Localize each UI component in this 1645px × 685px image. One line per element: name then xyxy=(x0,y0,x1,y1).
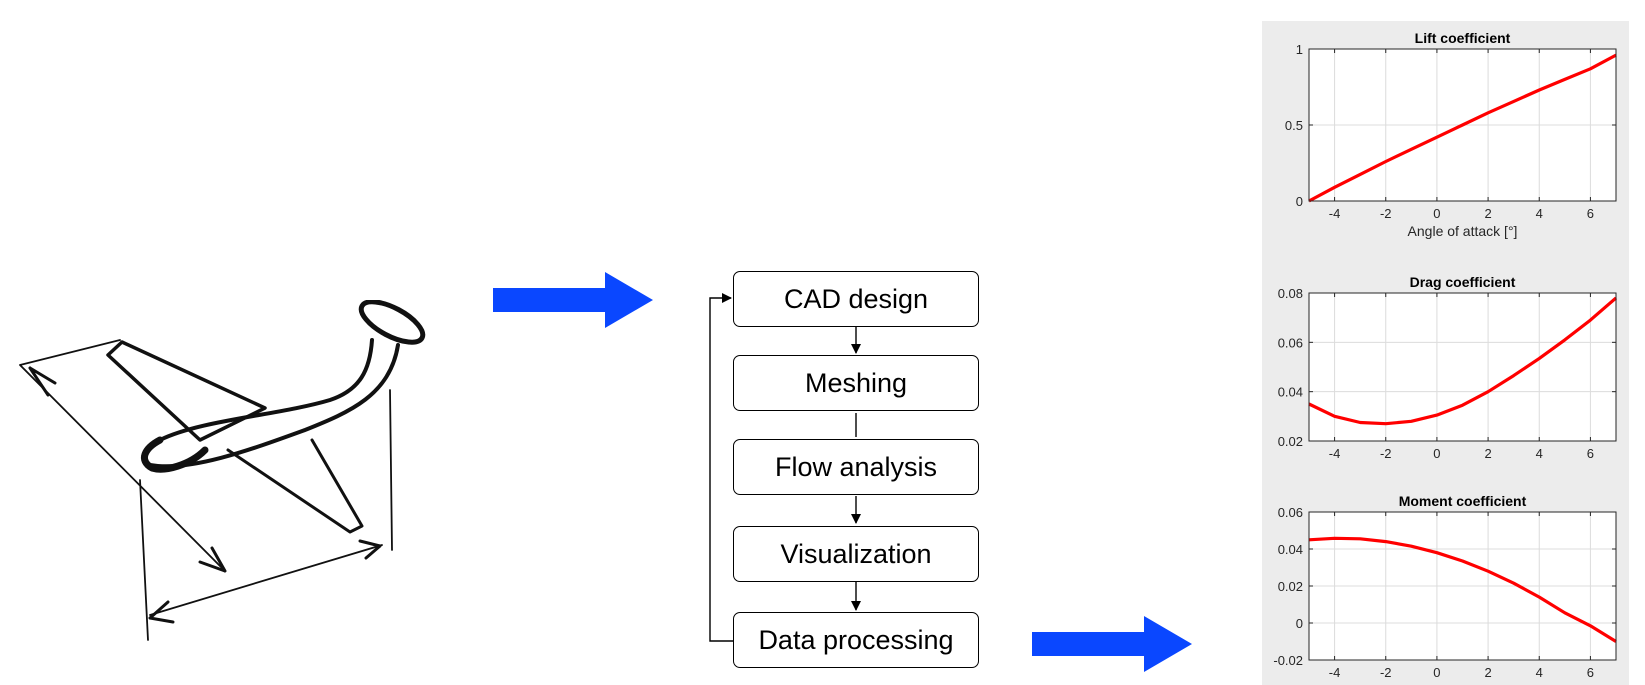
axes-frame xyxy=(1308,292,1617,442)
sketch-aft-wing xyxy=(226,438,364,534)
series-line xyxy=(1308,296,1618,426)
y-tick-label: 0.02 xyxy=(1278,434,1303,449)
sketch-nose xyxy=(140,436,209,473)
series-line xyxy=(1308,536,1617,643)
y-tick-label: 0.08 xyxy=(1278,286,1303,301)
sketch-fuselage-lower xyxy=(148,343,400,469)
step-label: Meshing xyxy=(804,367,908,398)
x-axis-label: Angle of attack [°] xyxy=(1408,682,1518,685)
chart-title: Drag coefficient xyxy=(1410,274,1516,290)
step-visualization: Visualization xyxy=(733,526,979,582)
x-tick-label: -2 xyxy=(1380,665,1392,680)
sketch-fuselage xyxy=(158,338,374,442)
y-tick-label: 0.04 xyxy=(1278,542,1303,557)
x-tick-label: -2 xyxy=(1380,446,1392,461)
x-tick-label: -4 xyxy=(1329,206,1341,221)
step-meshing: Meshing xyxy=(733,355,979,411)
moment-coefficient-chart: -4 -2 0 2 4 6 -0.02 0 0.02 0.04 0.06 Moment coeffic… xyxy=(1273,493,1617,685)
x-tick-label: -4 xyxy=(1329,446,1341,461)
sketch-fin xyxy=(358,300,426,345)
x-tick-label: -4 xyxy=(1329,665,1341,680)
step-cad-design: CAD design xyxy=(733,271,979,327)
plot-area xyxy=(1309,293,1616,441)
x-tick-label: 6 xyxy=(1587,206,1594,221)
aircraft-sketch xyxy=(19,300,426,641)
x-tick-label: 6 xyxy=(1587,665,1594,680)
x-tick-label: 4 xyxy=(1536,446,1543,461)
blue-arrow-shape xyxy=(1032,616,1192,672)
y-tick-label: 0.5 xyxy=(1285,118,1303,133)
chart-title: Lift coefficient xyxy=(1415,30,1511,46)
x-tick-label: 2 xyxy=(1484,206,1491,221)
step-label: Flow analysis xyxy=(774,451,938,482)
x-tick-label: 0 xyxy=(1433,665,1440,680)
drag-coefficient-chart: -4 -2 0 2 4 6 0.02 0.04 0.06 0.08 Drag coefficient… xyxy=(1278,274,1618,461)
x-tick-label: 2 xyxy=(1484,665,1491,680)
step-flow-analysis: Flow analysis xyxy=(733,439,979,495)
step-label: CAD design xyxy=(783,283,929,314)
y-tick-label: 0.04 xyxy=(1278,385,1303,400)
x-tick-label: -2 xyxy=(1380,206,1392,221)
sketch-dimension-lines xyxy=(19,339,393,641)
feedback-loop-connector xyxy=(709,293,733,642)
y-tick-label: 1 xyxy=(1296,42,1303,57)
arrow-to-plots xyxy=(1032,616,1192,672)
y-tick-label: 0.06 xyxy=(1278,505,1303,520)
y-tick-label: 0 xyxy=(1296,194,1303,209)
y-tick-label: 0.06 xyxy=(1278,335,1303,350)
step-label: Visualization xyxy=(780,538,932,569)
sketch-arrow-heads xyxy=(28,366,382,624)
x-tick-label: 4 xyxy=(1536,206,1543,221)
series-line xyxy=(1308,53,1617,203)
x-tick-label: 0 xyxy=(1433,446,1440,461)
x-axis-label: Angle of attack [°] xyxy=(1408,223,1518,239)
arrow-to-flowchart xyxy=(493,272,653,328)
step-label: Data processing xyxy=(758,624,954,655)
x-tick-label: 2 xyxy=(1484,446,1491,461)
chart-title: Moment coefficient xyxy=(1399,493,1527,509)
y-tick-label: 0.02 xyxy=(1278,579,1303,594)
blue-arrow-shape xyxy=(493,272,653,328)
y-tick-label: -0.02 xyxy=(1273,653,1303,668)
step-data-processing: Data processing xyxy=(733,612,979,668)
x-tick-label: 6 xyxy=(1587,446,1594,461)
x-tick-label: 0 xyxy=(1433,206,1440,221)
x-tick-label: 4 xyxy=(1536,665,1543,680)
sketch-wing-outline xyxy=(106,340,267,442)
y-tick-label: 0 xyxy=(1296,616,1303,631)
